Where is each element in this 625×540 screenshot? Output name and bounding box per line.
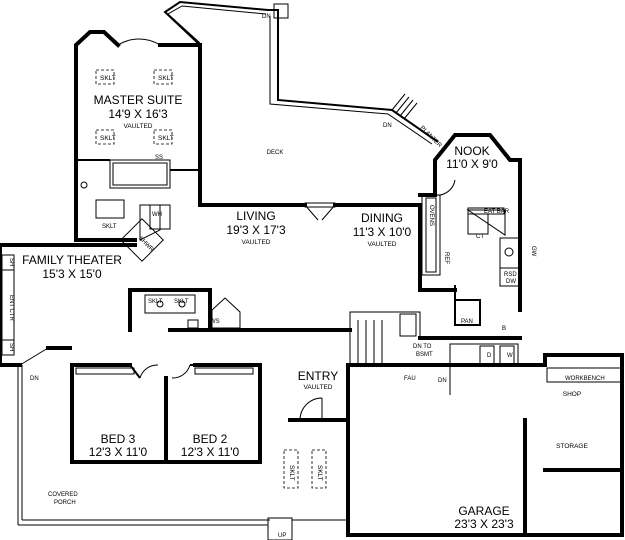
- dining-dims: 11'3 X 10'0: [353, 225, 412, 239]
- master-suite-walls: [74, 30, 202, 262]
- wh-label: WH: [152, 212, 162, 218]
- gw-label: GW: [530, 246, 536, 257]
- dining-name: DINING: [361, 211, 403, 225]
- shop-name: SHOP: [563, 391, 581, 398]
- family-theater-dims: 15'3 X 15'0: [42, 267, 102, 281]
- entry-sklt-1: SKLT: [288, 465, 295, 481]
- bedroom-walls: [70, 363, 262, 464]
- bed2-dims: 12'3 X 11'0: [181, 445, 240, 459]
- hall-bath-sklt-2: SKLT: [174, 299, 189, 305]
- deck-outline: [163, 0, 439, 145]
- storage-name: STORAGE: [556, 443, 588, 450]
- ss-label: SS: [155, 155, 163, 161]
- deck-label: DECK: [267, 150, 284, 156]
- master-suite-dims: 14'9 X 16'3: [108, 107, 168, 121]
- master-suite-sklt-1: SKLT: [100, 75, 116, 82]
- master-suite-sklt-2: SKLT: [158, 75, 174, 82]
- nook-dims: 11'0 X 9'0: [446, 157, 498, 171]
- master-suite-sklt-3: SKLT: [100, 135, 116, 142]
- family-theater-walls: [0, 243, 137, 367]
- dn-left-label: DN: [30, 376, 39, 382]
- entry-walls: [283, 363, 350, 537]
- living-dining-walls: [198, 202, 422, 332]
- stairs-laundry: [348, 311, 547, 367]
- family-theater-name: FAMILY THEATER: [22, 253, 122, 267]
- bed3-name: BED 3: [101, 432, 136, 446]
- pan-label: PAN: [461, 319, 473, 325]
- sh-label-2: SH: [8, 343, 14, 351]
- garage-name: GARAGE: [458, 504, 509, 518]
- master-bath-sklt: SKLT: [102, 224, 117, 230]
- dn-top-label: DN: [262, 14, 271, 20]
- covered-porch: [17, 365, 348, 540]
- shwr-label: SHWR: [137, 236, 155, 254]
- master-suite-note: VAULTED: [123, 123, 152, 130]
- nook-name: NOOK: [454, 144, 489, 158]
- entry-note: VAULTED: [303, 384, 332, 391]
- eat-bar-label: EAT BAR: [484, 209, 510, 215]
- entry-sklt-2: SKLT: [316, 465, 323, 481]
- bed3-dims: 12'3 X 11'0: [89, 445, 148, 459]
- dn-garage-label: DN: [438, 378, 447, 384]
- covered-porch-label-1: COVERED: [48, 492, 78, 498]
- dn-to-bsmt-2: BSMT: [416, 352, 433, 358]
- fau-label: FAU: [404, 376, 416, 382]
- b-label: B: [502, 326, 506, 332]
- dining-note: VAULTED: [367, 241, 396, 248]
- sh-label-1: SH: [8, 258, 14, 266]
- nook-kitchen-walls: [418, 133, 522, 326]
- dn-deck-label: DN: [383, 123, 392, 129]
- dw-label: DW: [506, 279, 516, 285]
- dn-to-bsmt-1: DN TO: [413, 344, 432, 350]
- ovens-label: OVENS: [428, 205, 434, 226]
- master-suite-name: MASTER SUITE: [94, 93, 183, 107]
- ws-label: WS: [210, 319, 220, 325]
- living-dims: 19'3 X 17'3: [226, 223, 286, 237]
- d-label: D: [487, 353, 492, 359]
- entry-name: ENTRY: [298, 369, 338, 383]
- garage-dims: 23'3 X 23'3: [454, 517, 514, 531]
- up-label: UP: [278, 533, 286, 539]
- covered-porch-label-2: PORCH: [54, 500, 76, 506]
- garage-walls: [346, 353, 624, 537]
- hall-bath-sklt-1: SKLT: [148, 299, 163, 305]
- ent-ctr-label: ENT CTR: [8, 295, 14, 322]
- ref-label: REF: [443, 252, 449, 264]
- workbench-label: WORKBENCH: [565, 376, 605, 382]
- w-label: W: [507, 353, 513, 359]
- rsd-label: RSD: [504, 272, 517, 278]
- master-suite-sklt-4: SKLT: [158, 135, 174, 142]
- bed2-name: BED 2: [193, 432, 228, 446]
- hall-bath-walls: [128, 288, 241, 332]
- living-name: LIVING: [236, 209, 275, 223]
- living-note: VAULTED: [241, 239, 270, 246]
- ct-label: CT: [476, 234, 484, 240]
